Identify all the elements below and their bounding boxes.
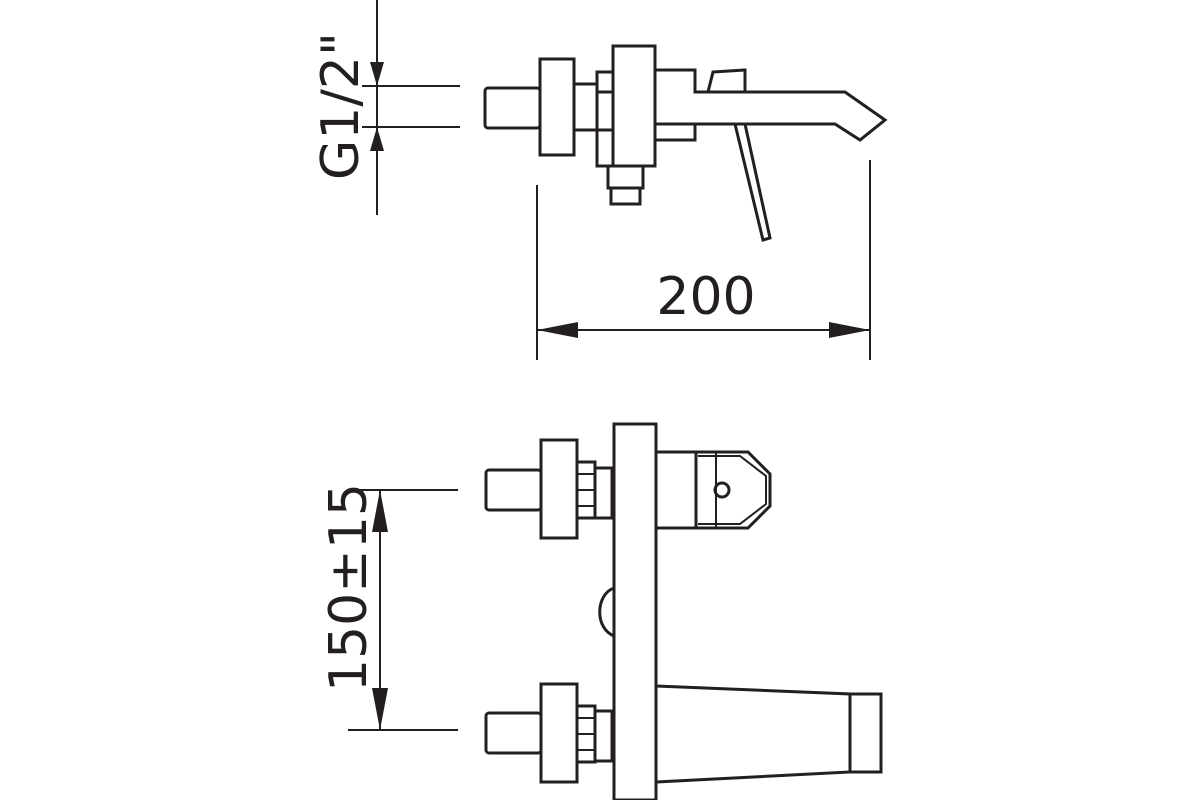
lower-inlet <box>484 682 614 784</box>
spout-length-label: 200 <box>656 267 755 327</box>
diverter-bump <box>598 586 615 638</box>
inlet-spacing-label: 150±15 <box>319 483 379 692</box>
upper-inlet <box>484 438 614 540</box>
handle-cap <box>654 450 772 530</box>
spout-length-dimension: 200 <box>536 160 871 360</box>
spout-front <box>654 684 883 784</box>
faucet-side-profile <box>483 44 888 242</box>
faucet-body-front <box>612 422 658 800</box>
thread-size-label: G1/2" <box>311 32 371 180</box>
inlet-spacing-dimension: 150±15 <box>319 483 458 731</box>
front-view: 150±15 <box>319 422 883 800</box>
side-view: G1/2" <box>311 0 888 360</box>
thread-dimension: G1/2" <box>311 0 460 215</box>
